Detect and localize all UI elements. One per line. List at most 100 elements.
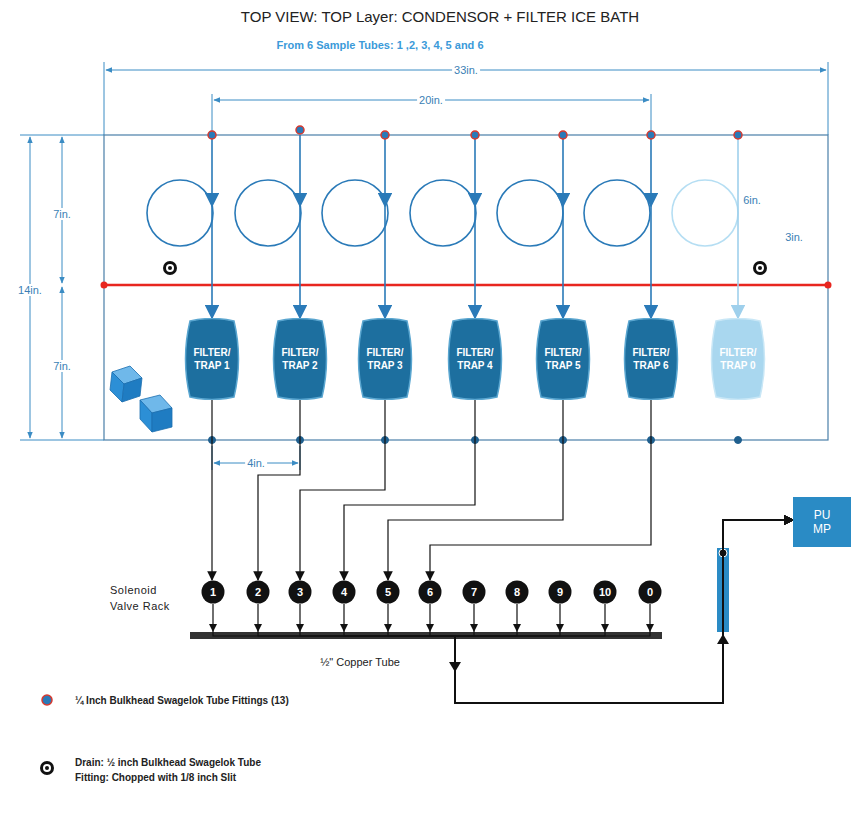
- inlet-tube: [211, 135, 213, 206]
- node-label: FILTER/ TRAP 1: [189, 346, 235, 373]
- bulkhead-fitting: [208, 131, 216, 139]
- drain-fitting: [163, 261, 177, 275]
- condenser-coil: [584, 180, 650, 246]
- flow-arrowhead: [513, 624, 521, 632]
- condenser-coil: [497, 180, 563, 246]
- inlet-tube: [737, 135, 739, 318]
- legend-entry: ¼ Inch Bulkhead Swagelok Tube Fittings (…: [75, 694, 395, 709]
- ice-cube: [152, 408, 172, 432]
- solenoid-valve: 7: [462, 580, 486, 604]
- inlet-tube: [384, 206, 386, 318]
- condenser-coil: [672, 180, 738, 246]
- filter-shape: [537, 319, 590, 400]
- node-label: FILTER/ TRAP 0: [715, 346, 761, 373]
- legend-drain-sample: [40, 761, 54, 775]
- flow-connector: [258, 520, 793, 703]
- condenser-coil: [322, 180, 388, 246]
- valve-shape: [202, 581, 225, 604]
- bulkhead-fitting: [647, 131, 655, 139]
- valve-shape: [506, 581, 529, 604]
- flow-connector: [430, 520, 793, 703]
- dimension-line: [212, 94, 213, 135]
- filter-shape: [621, 318, 681, 400]
- dimension-label: 33in.: [452, 64, 480, 76]
- flow-connector: [430, 400, 651, 580]
- flow-connector: [213, 520, 793, 703]
- valve-shape: [594, 581, 617, 604]
- bulkhead-fitting: [471, 131, 479, 139]
- valve-shape: [377, 581, 400, 604]
- ice-bath: [104, 135, 828, 440]
- filter-shape: [625, 319, 678, 400]
- flow-connector: [455, 520, 793, 703]
- ice-cube: [110, 372, 124, 402]
- inlet-tube: [299, 206, 301, 318]
- filter-shape: [186, 319, 239, 400]
- valve-number: 5: [385, 587, 391, 598]
- valve-shape: [419, 581, 442, 604]
- solenoid-valve: 1: [201, 580, 225, 604]
- valve-number: 6: [427, 587, 433, 598]
- valve-number: 7: [471, 587, 477, 598]
- inlet-tube: [212, 135, 738, 318]
- flow-connector: [300, 520, 793, 703]
- filter-trap: FILTER/ TRAP 2: [270, 318, 330, 400]
- dimension-line: [20, 440, 104, 441]
- bottom-fittings: [735, 437, 742, 444]
- node-label: FILTER/ TRAP 3: [362, 346, 408, 373]
- inlet-tube: [474, 206, 476, 318]
- inlet-tube: [650, 206, 652, 318]
- condenser-coil: [410, 180, 476, 246]
- valve-shape: [289, 581, 312, 604]
- solenoid-valve: 4: [332, 580, 356, 604]
- dimension-label: 3in.: [783, 231, 805, 243]
- inlet-tube: [299, 135, 301, 206]
- legend-fitting-sample: [42, 695, 52, 705]
- part-label: ½" Copper Tube: [318, 656, 402, 668]
- filter-shape: [449, 319, 502, 400]
- filter-shape: [445, 318, 505, 400]
- flow-connector: [300, 400, 385, 580]
- inlet-tube: [384, 135, 386, 206]
- solenoid-valve: 9: [548, 580, 572, 604]
- flow-arrowhead: [470, 624, 478, 632]
- flow-arrowhead: [601, 624, 609, 632]
- bulkhead-fitting: [734, 131, 742, 139]
- flow-connector: [388, 520, 793, 703]
- drain-fitting: [753, 261, 767, 275]
- condenser-coil: [235, 180, 301, 246]
- flow-connector: [455, 520, 793, 703]
- condenser-coil: [147, 180, 213, 246]
- drain-fitting: [758, 266, 762, 270]
- node-label: FILTER/ TRAP 4: [452, 346, 498, 373]
- node-label: FILTER/ TRAP 5: [540, 346, 586, 373]
- solenoid-valve: 3: [288, 580, 312, 604]
- filter-trap: FILTER/ TRAP 5: [533, 318, 593, 400]
- filter-trap: FILTER/ TRAP 0: [708, 318, 768, 400]
- flow-connector: [258, 400, 300, 580]
- filter-trap: FILTER/ TRAP 4: [445, 318, 505, 400]
- solenoid-valve: 0: [638, 580, 662, 604]
- bulkhead-fitting: [296, 126, 304, 134]
- dimension-label: 6in.: [741, 194, 763, 206]
- dimension-line: [20, 135, 104, 136]
- filter-trap: FILTER/ TRAP 3: [355, 318, 415, 400]
- valve-number: 3: [297, 587, 303, 598]
- drain-fitting: [168, 266, 172, 270]
- valve-shape: [639, 581, 662, 604]
- ice-cube: [110, 366, 172, 432]
- flow-arrowhead: [254, 624, 262, 632]
- flow-connector: [344, 400, 475, 580]
- dimension-line: [104, 62, 105, 135]
- ice-cube: [122, 378, 142, 402]
- valve-number: 0: [647, 587, 653, 598]
- legend-drain-sample: [40, 761, 54, 775]
- inlet-tube: [562, 206, 564, 318]
- dimension-label: 20in.: [417, 94, 445, 106]
- inlet-tube: [211, 206, 213, 318]
- valve-shape: [333, 581, 356, 604]
- dimension-line: [20, 62, 828, 470]
- dimension-label: 4in.: [245, 457, 267, 469]
- solenoid-valve: 8: [505, 580, 529, 604]
- inlet-tube: [650, 135, 652, 206]
